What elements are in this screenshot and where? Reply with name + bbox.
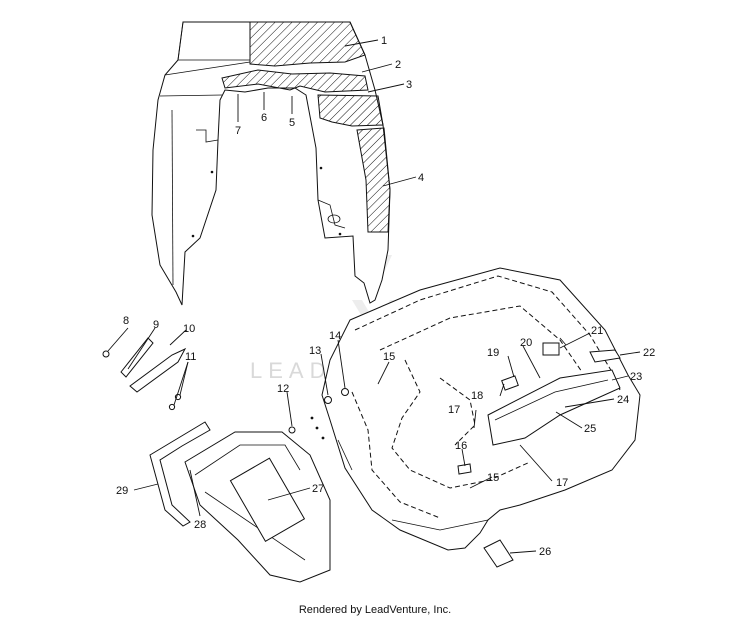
callout-9: 9 (153, 319, 159, 331)
callout-26: 26 (539, 546, 551, 558)
callout-17-top: 17 (448, 404, 460, 416)
callout-1: 1 (381, 35, 387, 47)
callout-20: 20 (520, 337, 532, 349)
callout-29: 29 (116, 485, 128, 497)
callout-3: 3 (406, 79, 412, 91)
callouts: 1 2 3 4 5 6 7 8 9 10 11 12 13 14 15 15 1… (116, 35, 655, 558)
callout-14: 14 (329, 330, 341, 342)
callout-13: 13 (309, 345, 321, 357)
callout-12: 12 (277, 383, 289, 395)
callout-10: 10 (183, 323, 195, 335)
callout-25: 25 (584, 423, 596, 435)
plate-part-26 (483, 539, 514, 568)
hinge-bracket-assembly (487, 337, 621, 446)
callout-15-top: 15 (383, 351, 395, 363)
callout-6: 6 (261, 112, 267, 124)
callout-18: 18 (471, 390, 483, 402)
leader-lines (107, 39, 641, 554)
callout-17-bottom: 17 (556, 477, 568, 489)
callout-5: 5 (289, 117, 295, 129)
clip-part-16 (457, 463, 472, 475)
duct-assembly (149, 388, 349, 583)
callout-19: 19 (487, 347, 499, 359)
parts-diagram: LEADVENTURE (102, 21, 655, 583)
callout-16: 16 (455, 440, 467, 452)
callout-27: 27 (312, 483, 324, 495)
callout-28: 28 (194, 519, 206, 531)
callout-24: 24 (617, 394, 629, 406)
callout-15-bottom: 15 (487, 472, 499, 484)
callout-22: 22 (643, 347, 655, 359)
callout-23: 23 (630, 371, 642, 383)
hood-upper (151, 21, 391, 306)
callout-7: 7 (235, 125, 241, 137)
callout-11: 11 (185, 351, 196, 363)
callout-8: 8 (123, 315, 129, 327)
callout-4: 4 (418, 172, 424, 184)
bracket-parts-left (102, 337, 187, 411)
callout-21: 21 (591, 325, 603, 337)
render-credit: Rendered by LeadVenture, Inc. (298, 604, 452, 616)
callout-2: 2 (395, 59, 401, 71)
